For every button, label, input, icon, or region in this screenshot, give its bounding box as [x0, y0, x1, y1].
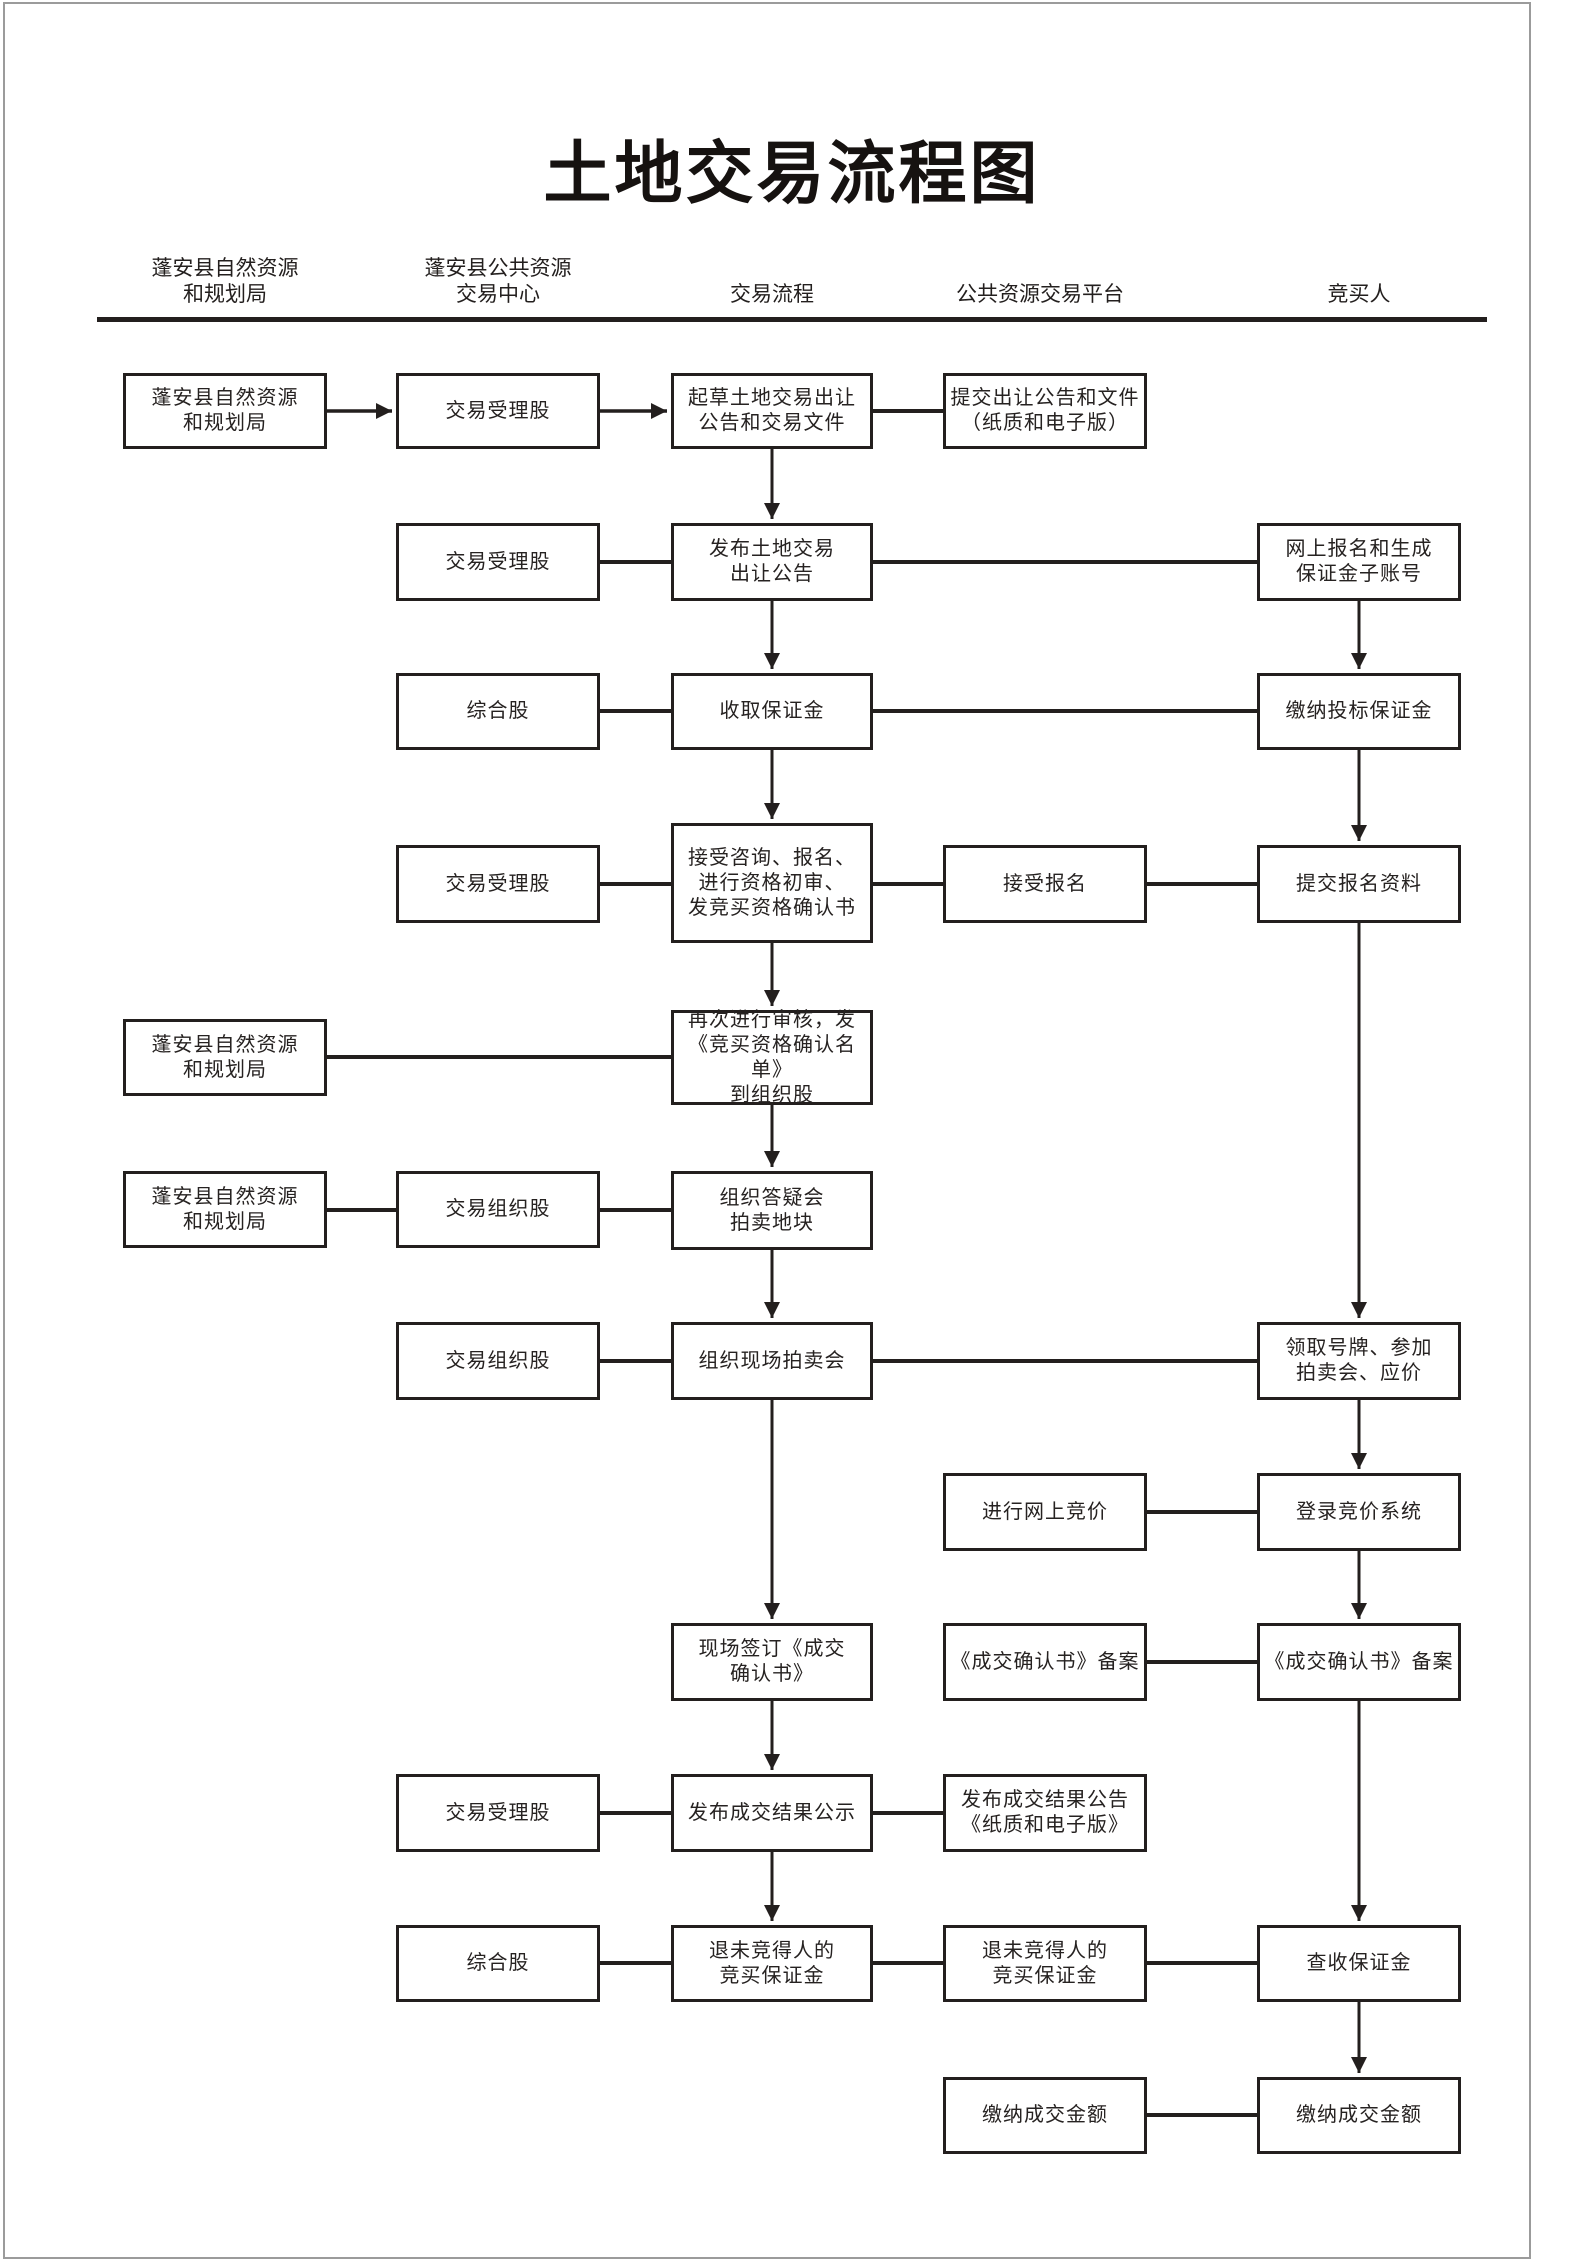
column-header-trading-platform: 公共资源交易平台 [956, 283, 1124, 306]
node-natural-resources-bureau-3: 蓬安县自然资源 和规划局 [123, 1171, 327, 1248]
node-login-bidding-system: 登录竞价系统 [1257, 1473, 1461, 1551]
node-sign-deal-confirmation: 现场签订《成交 确认书》 [671, 1623, 873, 1701]
column-header-public-resource-trading-center: 蓬安县公共资源 交易中心 [424, 257, 572, 306]
node-recheck-issue-qualified-list: 再次进行审核，发 《竞买资格确认名单》 到组织股 [671, 1009, 873, 1106]
node-get-number-plate-attend-bid: 领取号牌、参加 拍卖会、应价 [1257, 1322, 1461, 1400]
node-publish-deal-result-announcement: 发布成交结果公告 《纸质和电子版》 [943, 1774, 1147, 1852]
node-organize-onsite-auction: 组织现场拍卖会 [671, 1322, 873, 1400]
node-general-affairs-unit-2: 综合股 [396, 1925, 600, 2002]
node-pay-bid-deposit: 缴纳投标保证金 [1257, 673, 1461, 750]
node-publish-deal-result: 发布成交结果公示 [671, 1774, 873, 1852]
node-refund-deposit-platform: 退未竞得人的 竞买保证金 [943, 1925, 1147, 2002]
header-underline [97, 317, 1487, 322]
page-title: 土地交易流程图 [543, 136, 1041, 212]
node-accept-consult-signup-review: 接受咨询、报名、 进行资格初审、 发竞买资格确认书 [671, 823, 873, 943]
column-header-trade-process: 交易流程 [730, 283, 814, 306]
node-pay-deal-amount-bidder: 缴纳成交金额 [1257, 2077, 1461, 2154]
node-submit-signup-materials: 提交报名资料 [1257, 845, 1461, 923]
node-pay-deal-amount-platform: 缴纳成交金额 [943, 2077, 1147, 2154]
node-submit-announcement-documents: 提交出让公告和文件 （纸质和电子版） [943, 373, 1147, 449]
node-trade-organizing-unit-1: 交易组织股 [396, 1171, 600, 1248]
node-accept-signup: 接受报名 [943, 845, 1147, 923]
node-deal-confirmation-record-bidder: 《成交确认书》备案 [1257, 1623, 1461, 1701]
node-online-signup-subaccount: 网上报名和生成 保证金子账号 [1257, 523, 1461, 601]
node-collect-deposit: 收取保证金 [671, 673, 873, 750]
node-natural-resources-bureau-1: 蓬安县自然资源 和规划局 [123, 373, 327, 449]
node-trade-organizing-unit-2: 交易组织股 [396, 1322, 600, 1400]
node-check-receive-deposit: 查收保证金 [1257, 1925, 1461, 2002]
node-trade-acceptance-unit-2: 交易受理股 [396, 523, 600, 601]
node-natural-resources-bureau-2: 蓬安县自然资源 和规划局 [123, 1019, 327, 1096]
node-organize-qa-auction-parcel: 组织答疑会 拍卖地块 [671, 1171, 873, 1250]
node-trade-acceptance-unit-1: 交易受理股 [396, 373, 600, 449]
node-deal-confirmation-record-platform: 《成交确认书》备案 [943, 1623, 1147, 1701]
column-header-bidder: 竞买人 [1327, 283, 1391, 306]
node-refund-deposit-center: 退未竞得人的 竞买保证金 [671, 1925, 873, 2002]
node-online-bidding: 进行网上竞价 [943, 1473, 1147, 1551]
node-trade-acceptance-unit-4: 交易受理股 [396, 1774, 600, 1852]
node-trade-acceptance-unit-3: 交易受理股 [396, 845, 600, 923]
column-header-natural-resources-bureau: 蓬安县自然资源 和规划局 [151, 257, 299, 306]
node-publish-transfer-announcement: 发布土地交易 出让公告 [671, 523, 873, 601]
node-general-affairs-unit-1: 综合股 [396, 673, 600, 750]
node-draft-transfer-announcement: 起草土地交易出让 公告和交易文件 [671, 373, 873, 449]
